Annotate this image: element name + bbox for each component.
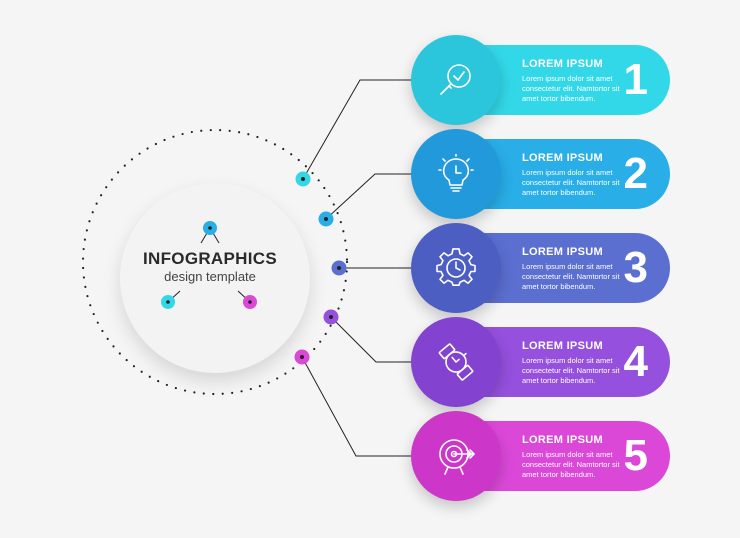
step-title: LOREM IPSUM bbox=[522, 246, 603, 258]
step-number: 1 bbox=[623, 55, 648, 104]
wristwatch-icon bbox=[438, 343, 474, 381]
step-title: LOREM IPSUM bbox=[522, 58, 603, 70]
step-badge-2 bbox=[411, 129, 501, 219]
hub-subtitle: design template bbox=[164, 269, 256, 284]
step-text: Lorem ipsum dolor sit amet consectetur e… bbox=[522, 168, 620, 197]
step-number: 2 bbox=[623, 149, 648, 198]
step-text: Lorem ipsum dolor sit amet consectetur e… bbox=[522, 450, 620, 479]
connector-node-center bbox=[324, 217, 328, 221]
step-badge-3 bbox=[411, 223, 501, 313]
step-text: Lorem ipsum dolor sit amet consectetur e… bbox=[522, 74, 620, 103]
lightbulb-clock-icon bbox=[438, 154, 474, 192]
connector-node-center bbox=[301, 177, 305, 181]
hub-title: INFOGRAPHICS bbox=[143, 249, 277, 268]
step-title: LOREM IPSUM bbox=[522, 434, 603, 446]
dotted-ring bbox=[81, 128, 349, 396]
step-number: 3 bbox=[623, 243, 648, 292]
step-number: 5 bbox=[623, 431, 648, 480]
step-title: LOREM IPSUM bbox=[522, 152, 603, 164]
connector-line-1 bbox=[302, 79, 414, 180]
step-number: 4 bbox=[623, 337, 648, 386]
connector-line-2 bbox=[325, 173, 414, 220]
target-arrow-icon bbox=[439, 439, 475, 475]
step-badge-1 bbox=[411, 35, 501, 125]
step-text: Lorem ipsum dolor sit amet consectetur e… bbox=[522, 262, 620, 291]
step-badge-5 bbox=[411, 411, 501, 501]
hub-circle bbox=[120, 183, 310, 373]
magnifier-check-icon bbox=[440, 64, 471, 95]
connector-line-5 bbox=[301, 356, 414, 457]
gear-clock-icon bbox=[436, 248, 476, 286]
step-badge-4 bbox=[411, 317, 501, 407]
connector-node-center bbox=[300, 355, 304, 359]
connector-node-center bbox=[337, 266, 341, 270]
connector-line-4 bbox=[330, 316, 414, 363]
step-title: LOREM IPSUM bbox=[522, 340, 603, 352]
step-text: Lorem ipsum dolor sit amet consectetur e… bbox=[522, 356, 620, 385]
connector-node-center bbox=[329, 315, 333, 319]
